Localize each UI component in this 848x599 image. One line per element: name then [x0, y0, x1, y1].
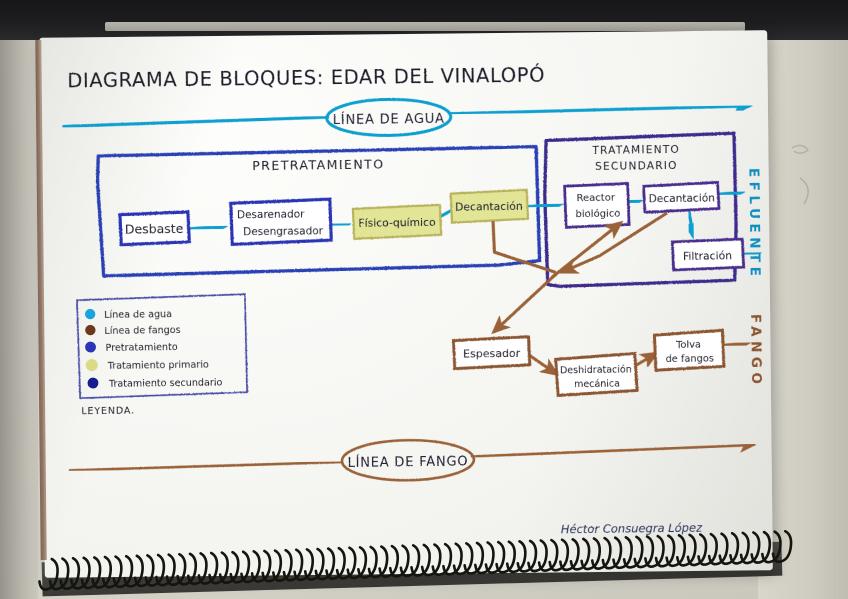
block-reactor-label-line2: biológico: [575, 208, 620, 221]
output-fango: FANGO: [747, 314, 764, 389]
block-deshidratacion-label-line1: Deshidratación: [560, 364, 632, 376]
legend-dot-0: [84, 308, 96, 320]
water-flow-arrows: [189, 184, 763, 264]
block-tolva-de-fangos[interactable]: Tolva de fangos: [652, 328, 726, 372]
block-desbaste[interactable]: Desbaste: [118, 210, 191, 247]
legend-box: Línea de agua Línea de fangos Pretratami…: [76, 293, 248, 418]
legend-dot-4: [87, 377, 99, 389]
legend-caption: LEYENDA.: [81, 406, 135, 418]
legend-label-0: Línea de agua: [104, 308, 172, 321]
legend-label-4: Tratamiento secundario: [108, 377, 223, 389]
block-filtracion-label: Filtración: [683, 249, 732, 263]
legend-label-2: Pretratamiento: [106, 342, 178, 354]
block-espesador[interactable]: Espesador: [451, 335, 532, 371]
fango-label: FANGO: [747, 314, 764, 389]
legend-dot-2: [85, 341, 96, 353]
block-espesador-label: Espesador: [463, 347, 521, 361]
output-efluente: EFLUENTE: [745, 168, 762, 281]
block-decantacion-primaria[interactable]: Decantación: [449, 188, 530, 224]
secondary-title-line1: TRATAMIENTO: [591, 144, 680, 157]
water-line-ellipse: [325, 97, 453, 137]
legend-label-1: Línea de fangos: [104, 324, 180, 337]
wall-right-area: [758, 36, 848, 599]
block-decantacion-secundaria[interactable]: Decantación: [642, 180, 721, 214]
block-tolva-label-line1: Tolva: [675, 340, 701, 351]
block-fisico-quimico-label: Físico-químico: [358, 216, 436, 230]
background-scribble: [791, 144, 809, 205]
water-line-group: LÍNEA DE AGUA: [62, 97, 753, 137]
block-desbaste-label: Desbaste: [125, 221, 184, 237]
sludge-line-label: LÍNEA DE FANGO: [347, 453, 468, 470]
block-tolva-label-line2: de fangos: [666, 353, 714, 365]
spiral-binding: [38, 529, 793, 591]
legend-dot-1: [85, 324, 96, 336]
sludge-line-ellipse: [340, 438, 476, 482]
water-line-label: LÍNEA DE AGUA: [333, 111, 445, 128]
block-desarenador-desengrasador[interactable]: Desarenador Desengrasador: [229, 197, 333, 247]
pretreatment-title: PRETRATAMIENTO: [252, 156, 385, 173]
block-desarenador-label-line1: Desarenador: [237, 208, 305, 221]
pretreatment-section: PRETRATAMIENTO: [95, 144, 542, 278]
legend-dot-3: [85, 359, 98, 372]
block-decantacion-secundaria-label: Decantación: [649, 192, 715, 205]
block-deshidratacion-mecanica[interactable]: Deshidratación mecánica: [554, 351, 639, 397]
sludge-flow-arrows: [491, 211, 752, 377]
efluente-label: EFLUENTE: [745, 168, 762, 281]
sludge-line-group: LÍNEA DE FANGO: [68, 438, 757, 482]
block-desarenador-label-line2: Desengrasador: [243, 225, 324, 238]
signature: Héctor Consuegra López: [561, 521, 703, 537]
block-deshidratacion-label-line2: mecánica: [574, 379, 620, 391]
page-title: DIAGRAMA DE BLOQUES: EDAR DEL VINALOPÓ: [67, 63, 545, 93]
block-filtracion[interactable]: Filtración: [670, 237, 746, 272]
block-fisico-quimico[interactable]: Físico-químico: [351, 203, 443, 240]
block-reactor-label-line1: Reactor: [576, 193, 615, 204]
legend-label-3: Tratamiento primario: [107, 360, 209, 372]
wall-left-shadow: [0, 36, 38, 599]
secondary-title-line2: SECUNDARIO: [595, 160, 678, 173]
secondary-treatment-section: TRATAMIENTO SECUNDARIO: [543, 131, 738, 288]
block-reactor-biologico[interactable]: Reactor biológico: [563, 182, 631, 229]
block-decantacion-primaria-label: Decantación: [455, 200, 523, 214]
